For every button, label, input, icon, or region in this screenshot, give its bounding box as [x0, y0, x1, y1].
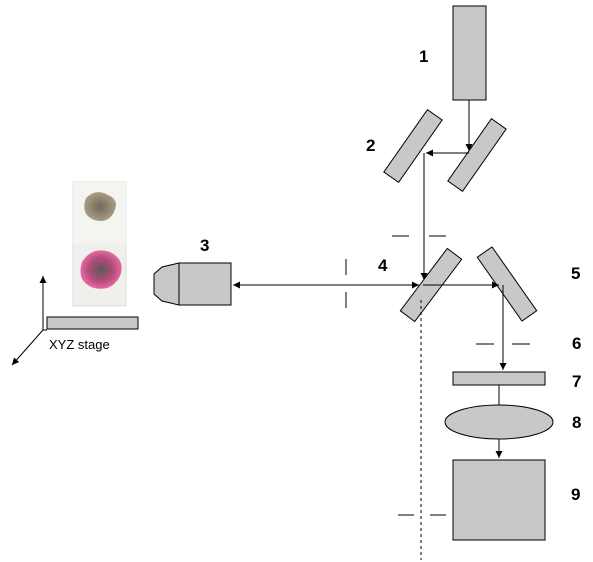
lens-8 [444, 404, 554, 440]
label-6: 6 [572, 334, 581, 353]
mirror-2-right [447, 118, 507, 192]
label-5: 5 [571, 264, 580, 283]
stage-label: XYZ stage [49, 337, 110, 352]
label-3: 3 [200, 236, 209, 255]
label-7: 7 [572, 372, 581, 391]
sample-grain-bottom [80, 250, 122, 289]
sample-photo [72, 181, 127, 307]
label-4: 4 [378, 256, 388, 275]
detector-9 [452, 459, 546, 541]
label-2: 2 [366, 136, 375, 155]
filter-7 [452, 371, 546, 386]
label-8: 8 [572, 413, 581, 432]
mirror-2-left [383, 109, 443, 183]
label-9: 9 [571, 485, 580, 504]
mirror-5 [476, 246, 538, 322]
xyz-stage-plate [46, 316, 139, 330]
laser-source [452, 5, 487, 101]
label-1: 1 [419, 47, 428, 66]
objective-tip [153, 262, 180, 306]
stage-axis-y [11, 329, 44, 366]
sample-grain-top [84, 192, 116, 221]
objective-body [178, 262, 232, 306]
